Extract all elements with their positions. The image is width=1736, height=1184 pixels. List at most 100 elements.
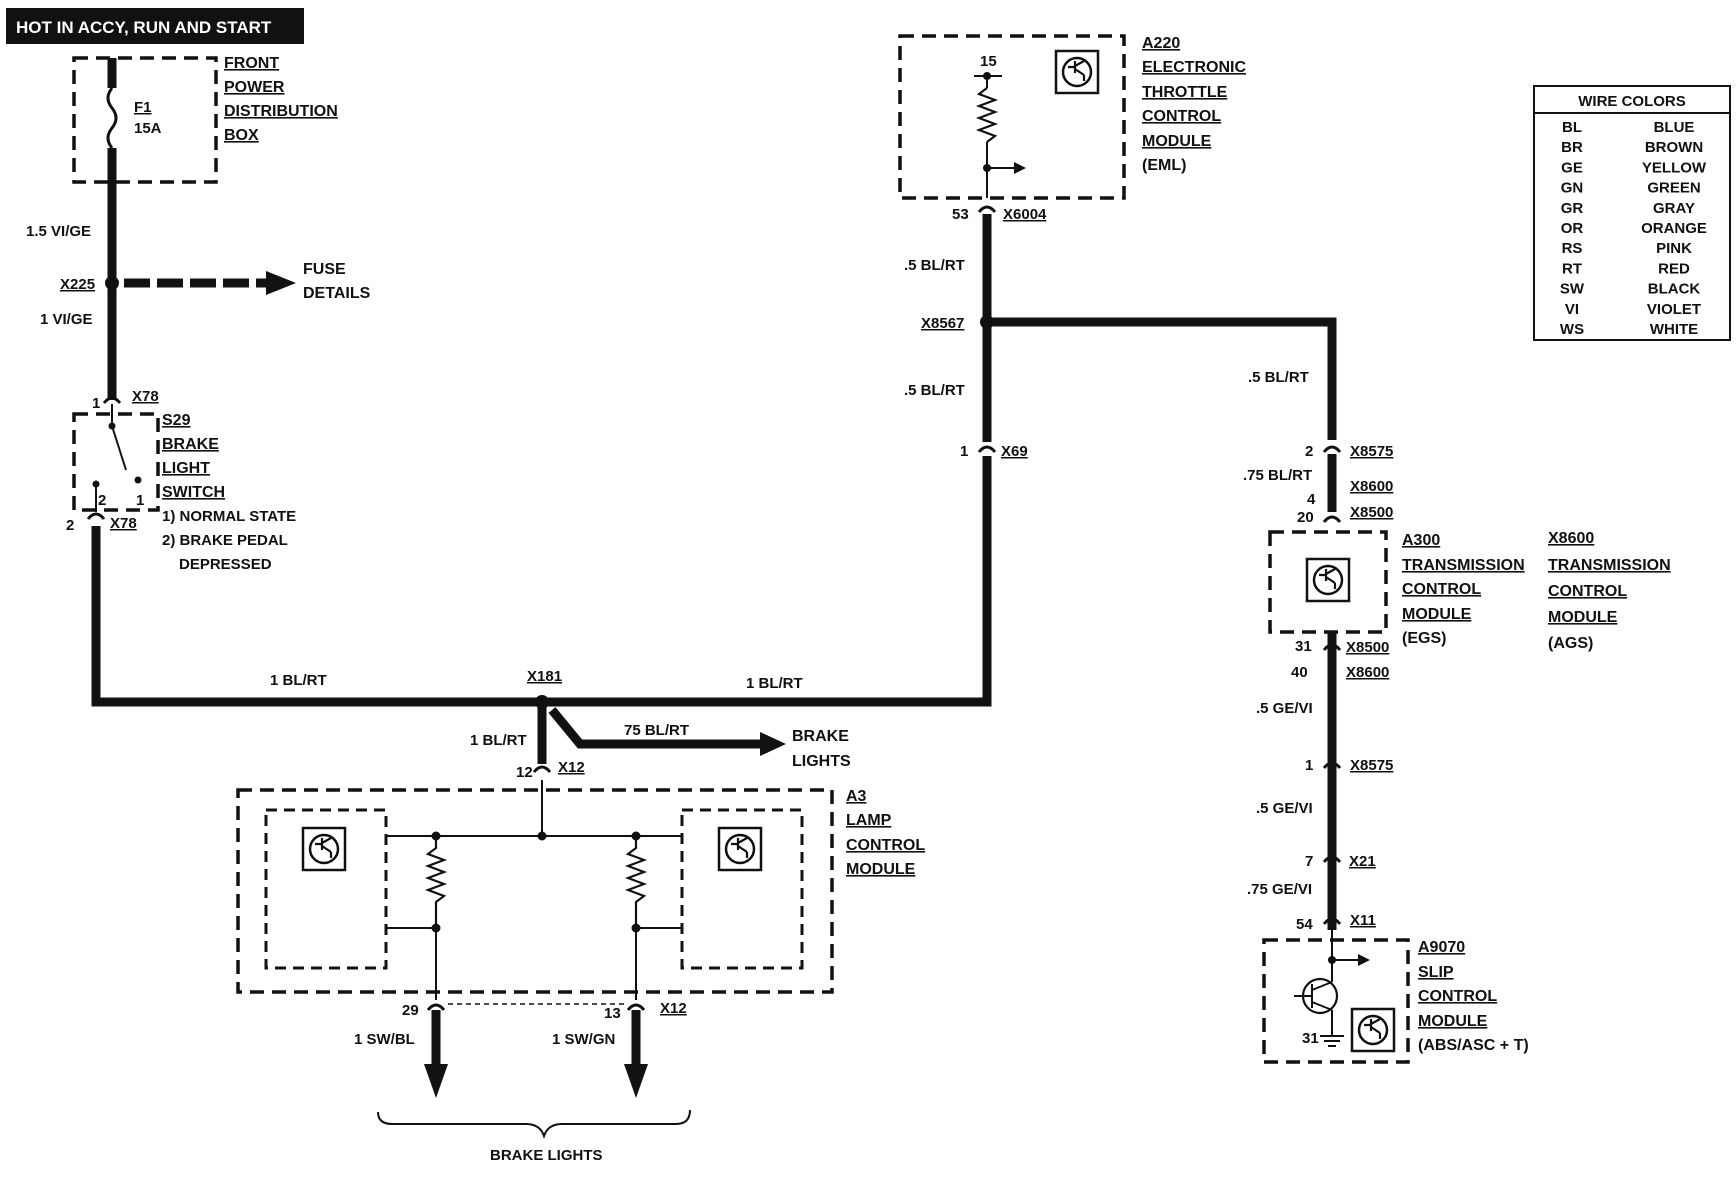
pin-13: 13 (604, 1005, 621, 1022)
wire-blrt-right (542, 456, 992, 707)
fuse-details-label-1: FUSE (303, 261, 346, 278)
eml-label-4: MODULE (1142, 133, 1212, 150)
arrow-right-icon (1358, 954, 1370, 966)
splice-x225 (105, 276, 119, 290)
brake-lights-label-1: BRAKE (792, 728, 849, 745)
legend-color-name: BLACK (1648, 281, 1701, 298)
pin-x11: 54 (1296, 916, 1313, 933)
conn-x12-top: X12 (558, 759, 585, 776)
tcm-label-1: TRANSMISSION (1402, 557, 1525, 574)
wire-label-75-blrt: 75 BL/RT (624, 722, 689, 739)
fuse-details-arrow (124, 271, 296, 295)
conn-x69: X69 (1001, 443, 1028, 460)
wire-label-1-blrt-left: 1 BL/RT (270, 672, 327, 689)
fuse-box-label-1: FRONT (224, 55, 279, 72)
wire-75-blrt (548, 707, 766, 749)
switch-pin-top: 1 (92, 395, 100, 412)
legend-color-name: GRAY (1653, 200, 1695, 217)
wire-label-1-swgn: 1 SW/GN (552, 1031, 615, 1048)
wire-label-1-blrt-down: 1 BL/RT (470, 732, 527, 749)
switch-label-2: LIGHT (162, 460, 210, 477)
lcm-left-block (264, 808, 388, 970)
resistor-icon (975, 87, 999, 143)
eml-label-5: (EML) (1142, 157, 1186, 174)
wire-label-1-swbl: 1 SW/BL (354, 1031, 415, 1048)
resistor-icon (624, 836, 648, 928)
header-title: HOT IN ACCY, RUN AND START (16, 18, 272, 37)
wire-blrt-left (91, 526, 542, 707)
conn-x8600-b: X8600 (1346, 664, 1389, 681)
fuse-box-label-3: DISTRIBUTION (224, 103, 338, 120)
transistor-icon (1294, 977, 1339, 1015)
switch-label-1: BRAKE (162, 436, 219, 453)
slip-label-1: SLIP (1418, 964, 1454, 981)
conn-x8575-b: X8575 (1350, 757, 1393, 774)
fuse-details-label-2: DETAILS (303, 285, 371, 302)
fuse-box-label-4: BOX (224, 127, 259, 144)
legend-color-name: BLUE (1654, 119, 1695, 136)
header-banner: HOT IN ACCY, RUN AND START (6, 8, 304, 44)
eml-label-3: CONTROL (1142, 108, 1221, 125)
switch-contact-arm (111, 425, 127, 471)
tcm-alt-label-4: (AGS) (1548, 635, 1593, 652)
splice-label-x225: X225 (60, 276, 95, 293)
eml-label-2: THROTTLE (1142, 84, 1228, 101)
switch-note-3: DEPRESSED (179, 556, 272, 573)
wire-label-075-blrt: .75 BL/RT (1243, 467, 1312, 484)
legend-color-name: YELLOW (1642, 159, 1707, 176)
legend-code: OR (1561, 220, 1584, 237)
pin-29: 29 (402, 1002, 419, 1019)
pin-x8600-b: 40 (1291, 664, 1308, 681)
arrow-down-icon (624, 1064, 648, 1098)
legend-color-name: PINK (1656, 240, 1692, 257)
splice-label-x181: X181 (527, 668, 562, 685)
brake-lights-bottom-label: BRAKE LIGHTS (490, 1147, 603, 1164)
switch-id: S29 (162, 412, 191, 429)
lamp-control-module: A3 LAMP CONTROL MODULE (236, 780, 925, 1000)
brake-light-switch: 1 X78 2 1 2 X78 S29 BRAKE LIGHT SWITCH 1… (66, 388, 296, 573)
fuse-box-label-2: POWER (224, 79, 285, 96)
legend-color-name: GREEN (1647, 180, 1700, 197)
conn-x8500-a: X8500 (1350, 504, 1393, 521)
wire-label-05-blrt-a: .5 BL/RT (904, 257, 965, 274)
lcm-right-block (680, 808, 804, 970)
eml-pin-top: 15 (980, 53, 997, 70)
fuse-rating: 15A (134, 120, 162, 137)
front-power-distribution-box: F1 15A FRONT POWER DISTRIBUTION BOX (72, 55, 338, 184)
splice-label-x8567: X8567 (921, 315, 964, 332)
wire-label-05-blrt-b: .5 BL/RT (904, 382, 965, 399)
transistor-symbol-icon (1054, 49, 1100, 95)
legend-code: GN (1561, 180, 1584, 197)
conn-x12-bottom: X12 (660, 1000, 687, 1017)
switch-inner-2: 2 (98, 492, 106, 509)
conn-x11: X11 (1350, 912, 1376, 929)
wire-label-15-vige: 1.5 VI/GE (26, 223, 91, 240)
pin-x12-top: 12 (516, 764, 533, 781)
eml-label-1: ELECTRONIC (1142, 59, 1246, 76)
tcm-label-4: (EGS) (1402, 630, 1446, 647)
legend-code: RS (1562, 240, 1583, 257)
transistor-symbol-icon (1350, 1007, 1396, 1053)
tcm-id: A300 (1402, 532, 1440, 549)
lcm-label-3: MODULE (846, 861, 916, 878)
wire-label-05-gevi-a: .5 GE/VI (1256, 700, 1313, 717)
brake-lights-label-2: LIGHTS (792, 753, 851, 770)
switch-note-2: 2) BRAKE PEDAL (162, 532, 288, 549)
slip-label-4: (ABS/ASC + T) (1418, 1037, 1529, 1054)
tcm-alt-id: X8600 (1548, 530, 1594, 547)
pin-x69: 1 (960, 443, 968, 460)
wire-label-05-blrt-c: .5 BL/RT (1248, 369, 1309, 386)
resistor-icon (424, 836, 448, 928)
lcm-label-2: CONTROL (846, 837, 925, 854)
pin-x8500-a: 20 (1297, 509, 1314, 526)
conn-x21: X21 (1349, 853, 1376, 870)
lcm-id: A3 (846, 788, 867, 805)
switch-note-1: 1) NORMAL STATE (162, 508, 296, 525)
legend-color-name: WHITE (1650, 321, 1698, 338)
legend-code: VI (1565, 301, 1579, 318)
tcm-alt-label-2: CONTROL (1548, 583, 1627, 600)
tcm-alt-label-3: MODULE (1548, 609, 1618, 626)
switch-inner-1: 1 (136, 492, 144, 509)
arrow-right-icon (266, 271, 296, 295)
